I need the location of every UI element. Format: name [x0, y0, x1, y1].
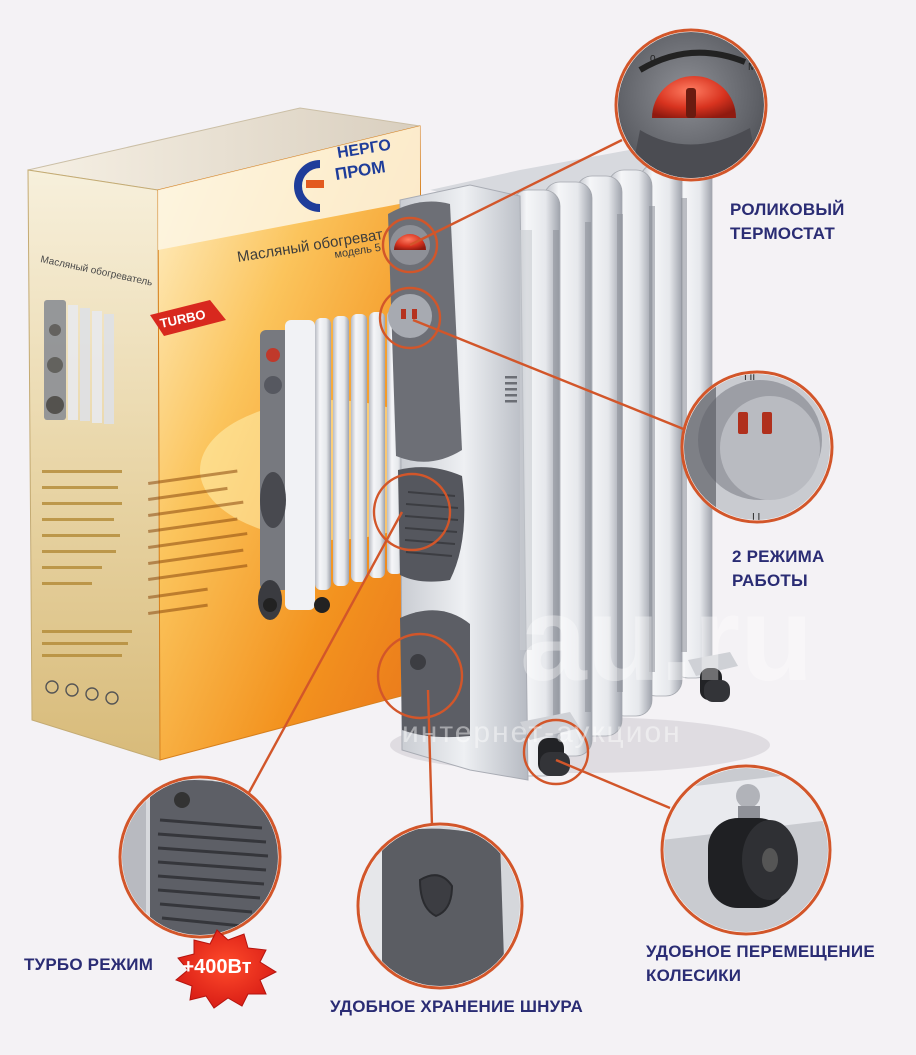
product-box: НЕРГО ПРОМ Масляный обогреват модель 5 М… — [27, 107, 460, 761]
zoom-thermostat: 0 MAX — [614, 28, 768, 182]
svg-text:I I: I I — [752, 512, 760, 523]
turbo-power-badge: +400Вт — [182, 955, 252, 978]
oil-heater — [388, 148, 770, 781]
zoom-wheels — [660, 764, 832, 936]
zoom-turbo-fan — [118, 775, 282, 939]
callout-cord: УДОБНОЕ ХРАНЕНИЕ ШНУРА — [330, 997, 583, 1016]
callout-modes: 2 РЕЖИМА РАБОТЫ — [732, 547, 825, 590]
zoom-mode-switch: I II I I — [680, 370, 834, 524]
box-heater-image — [258, 310, 403, 620]
watermark-text: интернет-аукцион — [402, 716, 682, 749]
callout-turbo: ТУРБО РЕЖИМ — [24, 955, 154, 974]
callout-thermostat: РОЛИКОВЫЙ ТЕРМОСТАТ — [730, 200, 845, 243]
zoom-cord-storage — [356, 822, 524, 990]
turbo-power-burst — [175, 929, 278, 1009]
leader-lines — [244, 138, 687, 827]
svg-text:I II: I II — [744, 372, 755, 383]
brand-logo — [294, 160, 324, 212]
callout-wheels: УДОБНОЕ ПЕРЕМЕЩЕНИЕ КОЛЕСИКИ — [646, 942, 875, 985]
svg-text:0: 0 — [650, 54, 656, 65]
watermark-logo: au.ru — [520, 572, 814, 706]
